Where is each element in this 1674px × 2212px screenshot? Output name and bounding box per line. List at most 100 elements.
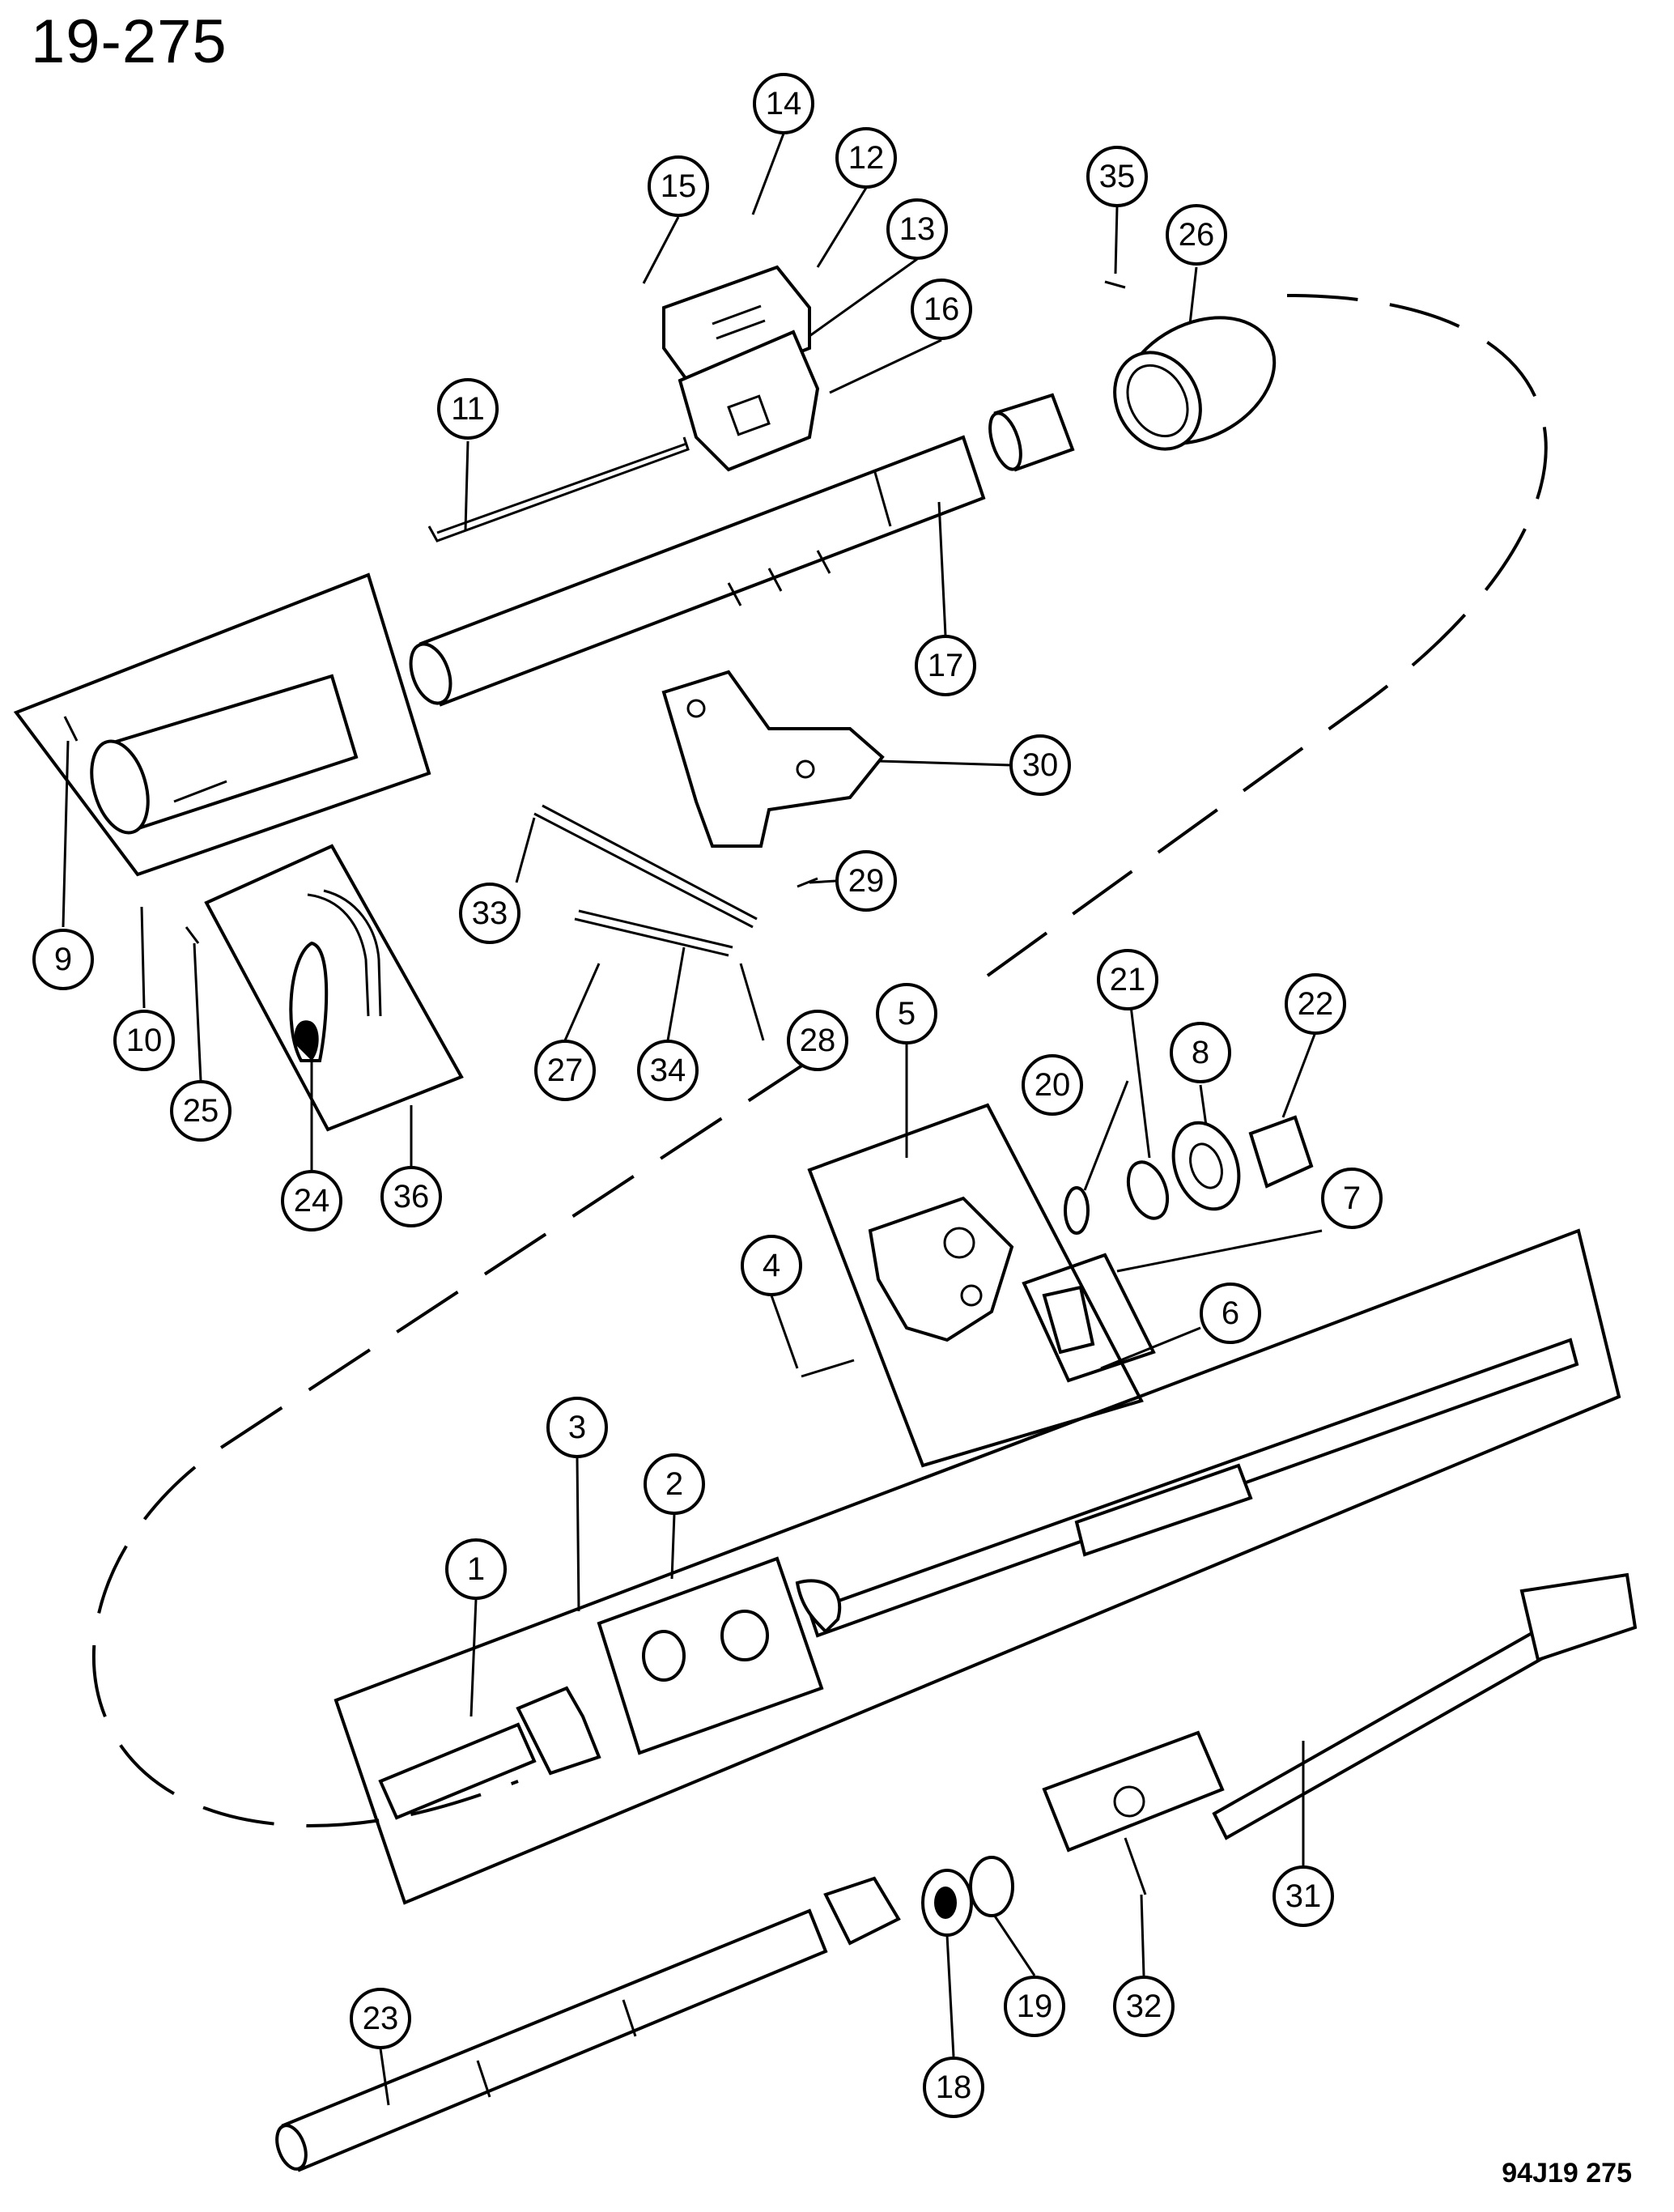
callout-label: 14 — [766, 86, 802, 121]
intermediate-shaft-box — [334, 1228, 1621, 1905]
callout-24: 24 — [281, 1170, 342, 1231]
callout-label: 4 — [763, 1248, 780, 1283]
callout-label: 29 — [848, 863, 885, 899]
callout-4: 4 — [741, 1235, 802, 1296]
callout-label: 12 — [848, 140, 885, 176]
callout-label: 31 — [1285, 1878, 1322, 1914]
leader-lines — [62, 133, 1323, 2106]
callout-label: 21 — [1110, 962, 1146, 998]
dashed-column-outline-lower — [91, 1059, 811, 1828]
callout-label: 26 — [1179, 217, 1215, 253]
callout-label: 6 — [1222, 1295, 1239, 1331]
callout-26: 26 — [1166, 204, 1227, 266]
callout-23: 23 — [350, 1988, 411, 2049]
callout-label: 35 — [1099, 159, 1136, 194]
lock-plate-box — [1022, 1253, 1156, 1383]
callout-label: 16 — [924, 291, 960, 327]
callout-label: 24 — [294, 1183, 330, 1219]
shift-lever-kit-box — [204, 844, 464, 1132]
steering-shaft-23 — [275, 1876, 901, 2172]
callout-27: 27 — [534, 1040, 596, 1101]
callout-30: 30 — [1009, 734, 1071, 796]
column-bearing-sleeve — [988, 393, 1075, 472]
callout-2: 2 — [644, 1453, 705, 1515]
callout-17: 17 — [915, 635, 976, 696]
callout-16: 16 — [911, 279, 972, 340]
snap-ring — [1126, 1160, 1170, 1220]
callout-label: 23 — [363, 2001, 399, 2036]
bearing-plate — [1171, 1121, 1241, 1211]
upper-link — [533, 804, 758, 929]
bearing-19 — [969, 1856, 1014, 1917]
callout-label: 3 — [568, 1410, 586, 1445]
upper-shaft — [378, 1686, 601, 1820]
callout-label: 11 — [451, 391, 485, 427]
callout-3: 3 — [546, 1397, 608, 1458]
callout-31: 31 — [1272, 1865, 1334, 1927]
callout-22: 22 — [1285, 973, 1346, 1035]
callout-14: 14 — [753, 73, 814, 134]
callout-9: 9 — [32, 929, 94, 990]
callout-19: 19 — [1004, 1976, 1065, 2037]
callout-18: 18 — [923, 2057, 984, 2118]
callout-label: 13 — [899, 211, 936, 247]
callout-15: 15 — [648, 155, 709, 217]
column-jacket-tube — [409, 435, 986, 707]
callout-label: 2 — [665, 1466, 683, 1502]
figure-code: 94J19 275 — [1502, 2158, 1632, 2189]
callout-33: 33 — [459, 883, 520, 944]
bolt-35 — [1104, 280, 1126, 289]
callout-32: 32 — [1113, 1976, 1175, 2037]
retainer-clip — [1064, 1186, 1090, 1235]
callout-5: 5 — [876, 983, 937, 1044]
callout-28: 28 — [787, 1010, 848, 1071]
bolt-32 — [1124, 1837, 1147, 1895]
callout-label: 9 — [54, 942, 72, 977]
callout-1: 1 — [445, 1538, 507, 1600]
callout-10: 10 — [113, 1010, 175, 1071]
callout-label: 34 — [650, 1053, 686, 1088]
callout-label: 33 — [472, 895, 508, 931]
pin-25 — [185, 926, 200, 944]
callout-20: 20 — [1022, 1054, 1083, 1116]
gasket — [1248, 1115, 1314, 1189]
callout-label: 15 — [661, 168, 697, 204]
page-code: 19-275 — [31, 7, 227, 76]
callout-label: 7 — [1343, 1180, 1361, 1216]
upper-shaft-box — [597, 1556, 824, 1755]
housing-kit-box — [13, 572, 431, 877]
callout-label: 1 — [467, 1551, 485, 1587]
callout-label: 20 — [1035, 1067, 1071, 1103]
callout-label: 19 — [1017, 1989, 1053, 2024]
callout-6: 6 — [1200, 1283, 1261, 1344]
callout-label: 17 — [928, 648, 964, 683]
column-flange-boot — [1113, 316, 1277, 451]
screw-4 — [801, 1359, 855, 1378]
callout-label: 18 — [936, 2069, 972, 2105]
callout-13: 13 — [886, 198, 948, 260]
callout-36: 36 — [380, 1166, 442, 1227]
callout-7: 7 — [1321, 1168, 1383, 1229]
callout-label: 36 — [393, 1179, 430, 1214]
lock-housing-box — [807, 1103, 1144, 1468]
callout-21: 21 — [1097, 949, 1158, 1010]
callout-label: 22 — [1298, 986, 1334, 1022]
callout-label: 28 — [800, 1023, 836, 1058]
bracket-bolt — [797, 877, 818, 888]
spring-pin — [63, 716, 79, 742]
callout-label: 25 — [183, 1093, 219, 1129]
callout-8: 8 — [1170, 1022, 1231, 1083]
callout-11: 11 — [437, 378, 499, 440]
mounting-bracket — [661, 670, 885, 848]
callout-34: 34 — [637, 1040, 699, 1101]
callout-label: 32 — [1126, 1989, 1162, 2024]
lower-shaft-assembly — [1042, 1572, 1638, 1853]
lower-link — [574, 909, 733, 957]
callout-25: 25 — [170, 1080, 232, 1142]
callout-35: 35 — [1086, 146, 1148, 207]
switch-bracket-assembly — [662, 265, 820, 472]
callout-label: 10 — [126, 1023, 163, 1058]
callout-label: 30 — [1022, 747, 1059, 783]
callout-12: 12 — [835, 127, 897, 189]
